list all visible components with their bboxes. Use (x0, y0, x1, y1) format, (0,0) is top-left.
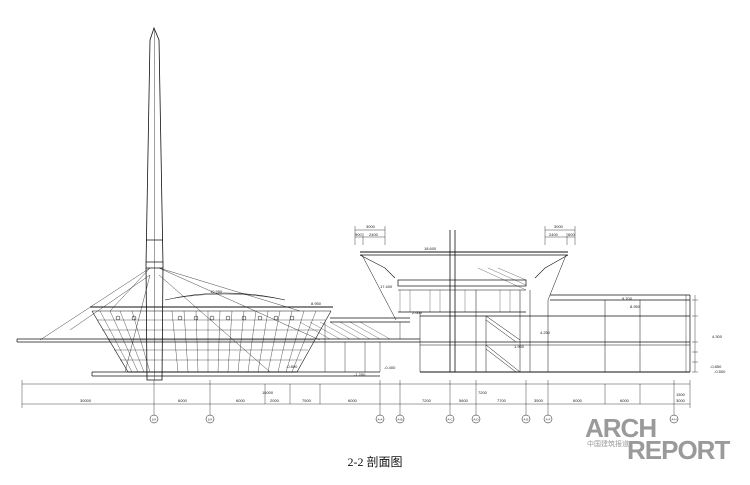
conical-bowl (39, 267, 333, 373)
elev-3: 10.950 (210, 289, 223, 294)
elev-15: -1.200 (354, 372, 366, 377)
right-building (359, 230, 698, 373)
bottom-dim-15: 1500 (676, 392, 686, 397)
elev-4: 8.950 (311, 301, 322, 306)
axis-label: A-F (546, 418, 551, 422)
bottom-dim-16: 3000 (676, 398, 686, 403)
bottom-dim-8: 7200 (422, 398, 432, 403)
top-dim-6: 600 (568, 232, 575, 237)
axis-label: A-D (473, 418, 479, 422)
bottom-dim-12: 3500 (534, 398, 544, 403)
elev-14: -0.400 (384, 365, 396, 370)
axis-label: 1/A (152, 418, 157, 422)
top-dim-3: 2400 (369, 232, 379, 237)
bottom-dim-13: 6000 (573, 398, 583, 403)
top-dimensions (354, 226, 576, 245)
top-dim-2: 900 (355, 232, 362, 237)
elev-8: 2.600 (412, 310, 423, 315)
elev-13: -0.500 (714, 369, 726, 374)
elev-7: 4.250 (540, 330, 551, 335)
watermark-logo: ARCH 中国建筑报道 REPORT (585, 415, 745, 465)
watermark-line1: ARCH (585, 413, 657, 443)
elev-11: -0.800 (286, 364, 298, 369)
elev-12: -0.850 (710, 364, 722, 369)
elev-6: 8.950 (630, 304, 641, 309)
bottom-dim-14: 6000 (620, 398, 630, 403)
axis-label: A-H (671, 418, 676, 422)
watermark-line2: REPORT (627, 435, 730, 465)
bottom-dimension-lines (21, 380, 691, 415)
bottom-dim-6: 16000 (262, 390, 274, 395)
bottom-dim-10: 7700 (497, 398, 507, 403)
axis-label: 1/A (208, 418, 213, 422)
elev-10: 4.300 (712, 334, 723, 339)
elev-9: 1.950 (514, 344, 525, 349)
elev-2: 17.400 (380, 284, 393, 289)
bottom-dim-7: 6000 (348, 398, 358, 403)
bottom-dim-5: 7500 (302, 398, 312, 403)
axis-label: A-B (397, 418, 402, 422)
axis-labels: 1/A 1/A A-A A-B A-C A-D A-E A-F A-H (152, 418, 677, 422)
top-dim-5: 2400 (549, 232, 559, 237)
top-dim-4: 3000 (554, 224, 564, 229)
bottom-dim-3: 6000 (236, 398, 246, 403)
watermark-subtitle: 中国建筑报道 (587, 440, 629, 448)
elev-5: 9.700 (622, 296, 633, 301)
top-dim-1: 3000 (366, 224, 376, 229)
drawing-caption: 2-2 剖面图 (347, 455, 403, 469)
bottom-dim-1: 30000 (80, 398, 92, 403)
bottom-dim-2: 6000 (178, 398, 188, 403)
bottom-dim-9: 5600 (459, 398, 469, 403)
axis-label: A-E (523, 418, 528, 422)
spire (145, 26, 164, 381)
bottom-dim-11: 7200 (478, 390, 488, 395)
elev-1: 18.600 (424, 246, 437, 251)
bottom-dim-4: 2000 (270, 398, 280, 403)
ground-deck (16, 317, 420, 377)
axis-bubbles (149, 414, 679, 424)
axis-label: A-C (447, 418, 453, 422)
axis-label: A-A (377, 418, 382, 422)
